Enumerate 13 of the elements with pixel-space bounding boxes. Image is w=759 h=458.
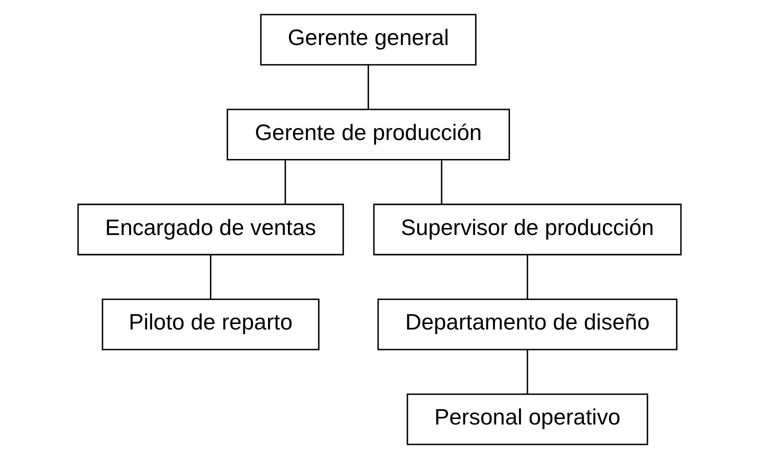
connector <box>368 64 370 109</box>
node-box: Gerente de producción <box>226 108 510 160</box>
node-box: Departamento de diseño <box>377 298 678 350</box>
node-box: Personal operativo <box>406 392 648 445</box>
node-box: Piloto de reparto <box>102 298 320 350</box>
node-box: Gerente general <box>260 13 476 66</box>
connector <box>210 254 212 298</box>
node-box: Encargado de ventas <box>77 203 344 255</box>
connector <box>284 160 286 204</box>
node-box: Supervisor de producción <box>373 203 682 255</box>
connector <box>526 254 528 298</box>
connector <box>440 160 442 204</box>
connector <box>526 349 528 394</box>
